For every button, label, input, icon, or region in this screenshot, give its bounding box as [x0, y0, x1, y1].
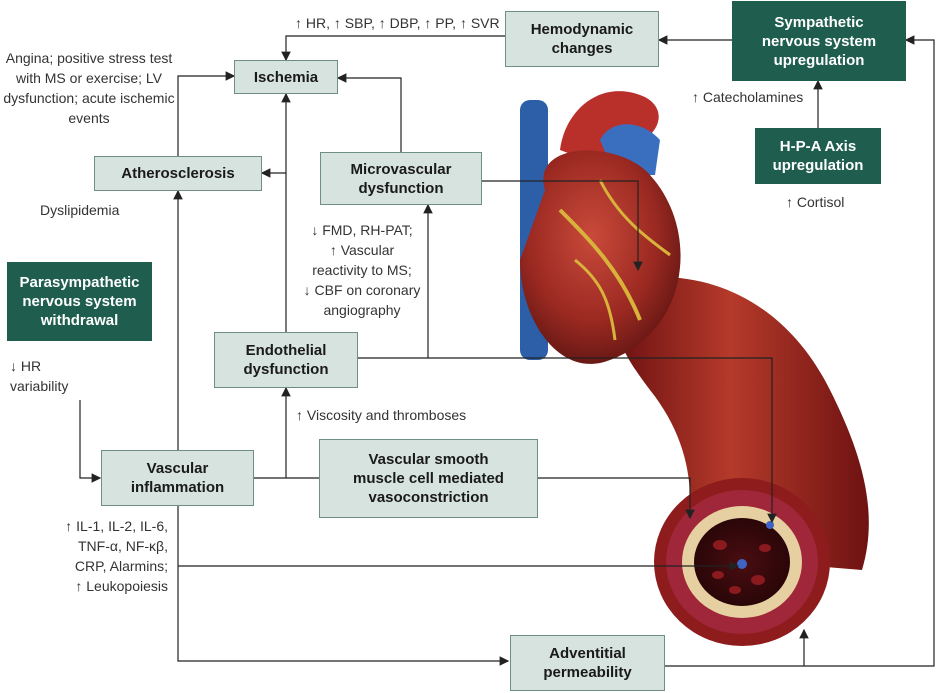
arrow-endothelial-artery: [428, 357, 777, 524]
arrow-microvascular-heart: [482, 180, 643, 272]
atherosclerosis-label: Atherosclerosis: [121, 165, 235, 182]
arrow-parasympathetic-inflammation: [79, 400, 102, 483]
ischemia-effects-line-3: dysfunction; acute ischemic: [3, 90, 175, 106]
ischemia-effects-note: Angina; positive stress test with MS or …: [0, 48, 178, 128]
ischemia-box: Ischemia: [234, 60, 338, 94]
hpa-label-2: upregulation: [772, 157, 864, 174]
white-cell: [737, 559, 747, 569]
viscosity-text: ↑ Viscosity and thromboses: [296, 407, 467, 423]
microvascular-box: Microvascular dysfunction: [320, 152, 482, 205]
arrow-smoothmuscle-artery: [538, 477, 695, 520]
hr-variability-note: ↓ HR variability: [10, 356, 68, 396]
adventitial-label-2: permeability: [543, 664, 632, 681]
microvascular-markers-line-5: angiography: [323, 302, 401, 318]
dyslipidemia-note: Dyslipidemia: [40, 200, 119, 220]
microvascular-label-2: dysfunction: [358, 179, 444, 197]
cortisol-note: ↑ Cortisol: [786, 192, 844, 212]
inflammatory-markers-line-1: ↑ IL-1, IL-2, IL-6,: [65, 518, 168, 534]
microvascular-markers-line-4: ↓ CBF on coronary: [303, 282, 421, 298]
vascular-inflammation-box: Vascular inflammation: [101, 450, 254, 506]
artery-tube: [617, 276, 869, 570]
inflammatory-markers-line-4: ↑ Leukopoiesis: [75, 578, 168, 594]
hr-variability-line-1: ↓ HR: [10, 358, 42, 374]
smooth-muscle-label-3: vasoconstriction: [368, 489, 489, 506]
inflammatory-markers-line-2: TNF-α, NF-κβ,: [77, 538, 168, 554]
microvascular-markers-line-3: reactivity to MS;: [312, 262, 412, 278]
parasympathetic-label-1: Parasympathetic: [19, 274, 140, 291]
cortisol-text: ↑ Cortisol: [786, 194, 845, 210]
hemodynamic-box: Hemodynamic changes: [505, 11, 659, 67]
dyslipidemia-text: Dyslipidemia: [40, 202, 120, 218]
adventitial-box: Adventitial permeability: [510, 635, 665, 691]
ischemia-effects-line-2: with MS or exercise; LV: [15, 70, 162, 86]
catecholamines-note: ↑ Catecholamines: [692, 87, 803, 107]
arrow-inflammation-adventitial: [177, 506, 510, 666]
inflammatory-markers-line-3: CRP, Alarmins;: [74, 558, 168, 574]
viscosity-note: ↑ Viscosity and thromboses: [296, 405, 466, 425]
parasympathetic-label-3: withdrawal: [40, 312, 119, 329]
arrow-hemodynamic-ischemia: [281, 35, 505, 62]
smooth-muscle-box: Vascular smooth muscle cell mediated vas…: [319, 439, 538, 518]
parasympathetic-label-2: nervous system: [22, 293, 137, 310]
sympathetic-label-3: upregulation: [773, 51, 865, 69]
parasympathetic-box: Parasympathetic nervous system withdrawa…: [7, 262, 152, 341]
ischemia-effects-line-4: events: [68, 110, 110, 126]
endothelial-box: Endothelial dysfunction: [214, 332, 358, 388]
ischemia-effects-line-1: Angina; positive stress test: [5, 50, 173, 66]
endothelial-label-1: Endothelial: [245, 342, 327, 359]
atherosclerosis-box: Atherosclerosis: [94, 156, 262, 191]
hemodynamic-effects-text: ↑ HR, ↑ SBP, ↑ DBP, ↑ PP, ↑ SVR: [295, 15, 500, 31]
microvascular-markers-line-1: ↓ FMD, RH-PAT;: [311, 222, 413, 238]
endothelial-label-2: dysfunction: [243, 361, 329, 378]
catecholamines-text: ↑ Catecholamines: [692, 89, 804, 105]
hpa-box: H-P-A Axis upregulation: [755, 128, 881, 184]
hr-variability-line-2: variability: [10, 378, 69, 394]
heart: [520, 91, 681, 364]
arrow-microvascular-ischemia: [336, 73, 402, 152]
sympathetic-box: Sympathetic nervous system upregulation: [732, 1, 906, 81]
arrow-atherosclerosis-ischemia: [177, 71, 236, 158]
sympathetic-label-1: Sympathetic: [774, 13, 864, 31]
blood-cells: [712, 540, 771, 594]
vascular-inflammation-label-2: inflammation: [130, 479, 225, 496]
inflammatory-markers-note: ↑ IL-1, IL-2, IL-6, TNF-α, NF-κβ, CRP, A…: [10, 516, 168, 596]
hpa-label-1: H-P-A Axis: [779, 138, 857, 155]
arrow-loop-sympathetic: [804, 35, 935, 667]
smooth-muscle-label-2: muscle cell mediated: [353, 470, 504, 487]
microvascular-markers-note: ↓ FMD, RH-PAT; ↑ Vascular reactivity to …: [296, 220, 428, 320]
hemodynamic-effects-note: ↑ HR, ↑ SBP, ↑ DBP, ↑ PP, ↑ SVR: [295, 13, 500, 33]
hemodynamic-label-1: Hemodynamic: [530, 21, 634, 38]
adventitial-label-1: Adventitial: [549, 645, 626, 662]
smooth-muscle-label-1: Vascular smooth: [368, 451, 489, 468]
hemodynamic-label-2: changes: [551, 40, 613, 57]
microvascular-markers-line-2: ↑ Vascular: [329, 242, 395, 258]
microvascular-label-1: Microvascular: [350, 160, 452, 178]
ischemia-label: Ischemia: [253, 68, 319, 86]
vascular-inflammation-label-1: Vascular: [146, 460, 209, 477]
arrow-adventitial-artery: [665, 628, 809, 667]
sympathetic-label-2: nervous system: [761, 32, 877, 50]
